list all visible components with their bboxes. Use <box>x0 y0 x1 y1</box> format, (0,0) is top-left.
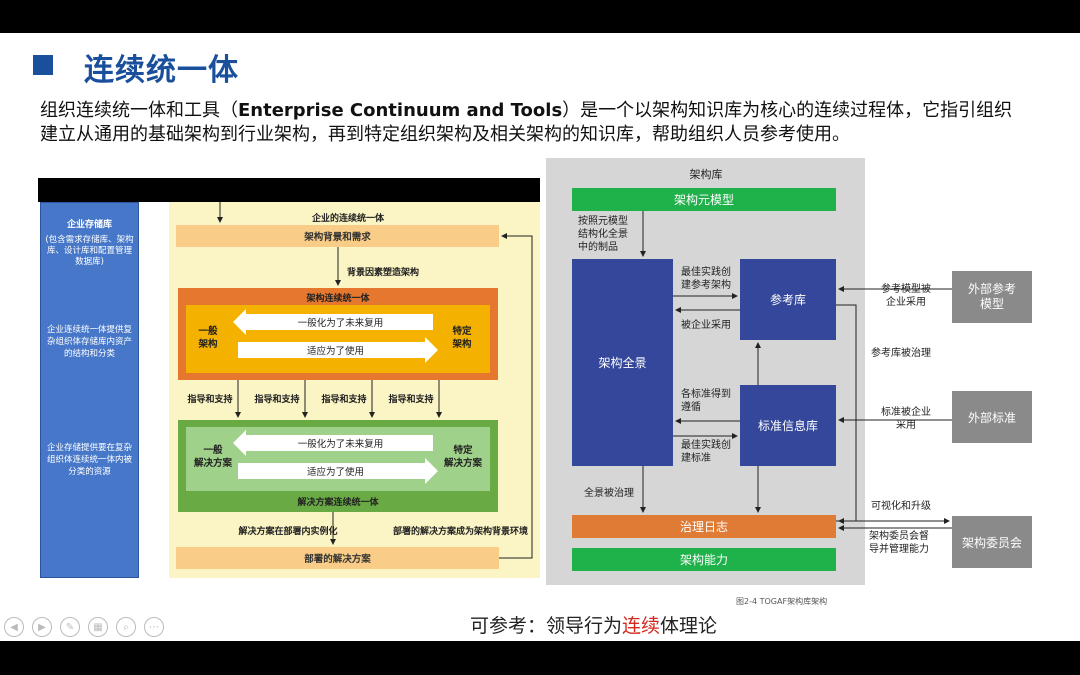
repository-connectors <box>640 211 952 531</box>
sol-adapt-label: 适应为了使用 <box>306 467 364 478</box>
instance-label: 解决方案在部署内实例化 <box>238 526 338 537</box>
more-icon[interactable]: ⋯ <box>144 617 164 637</box>
drive-label: 背景因素塑造架构 <box>346 267 419 278</box>
note-meta: 按照元模型 结构化全景 中的制品 <box>578 216 628 253</box>
guide-label-3: 指导和支持 <box>321 394 367 405</box>
deploy-context-label: 部署的解决方案成为架构背景环境 <box>392 526 528 537</box>
sol-generalize-arrow <box>233 430 433 456</box>
repository-frame-title: 架构库 <box>689 168 723 181</box>
intro-paragraph: 组织连续统一体和工具（Enterprise Continuum and Tool… <box>40 99 1030 147</box>
continuum-panel <box>169 202 540 578</box>
enterprise-continuum-diagram: 企业存储库 (包含需求存储库、架构库、设计库和配置管理数据库) 企业连续统一体提… <box>38 178 540 580</box>
note-adopted: 被企业采用 <box>681 320 731 331</box>
reference-library-box: 参考库 <box>740 259 836 340</box>
repository-sidebar <box>40 202 139 578</box>
footer-reference: 可参考：领导行为连续体理论 <box>470 611 717 638</box>
standards-library-box: 标准信息库 <box>740 385 836 466</box>
meta-model-box: 架构元模型 <box>572 188 836 211</box>
note-best-ref: 最佳实践创 建参考架构 <box>681 267 731 291</box>
solution-arrows <box>233 430 438 484</box>
zoom-icon[interactable]: ⌕ <box>116 617 136 637</box>
note-board-govern: 架构委员会督 导并管理能力 <box>869 531 929 555</box>
arch-adapt-label: 适应为了使用 <box>306 346 364 357</box>
footer-suffix: 体理论 <box>660 615 718 637</box>
sidebar-text-resources: 企业存储提供要在复杂组织体连续统一体内被分类的资源 <box>46 443 132 477</box>
note-std-adopt: 标准被企业 采用 <box>881 407 931 431</box>
landscape-box: 架构全景 <box>572 259 673 466</box>
note-ref-governed: 参考库被治理 <box>871 348 931 359</box>
intro-rest: ）是一个以架构知识库为核心的连续过程体，它指引组织建立从通用的基础架构到行业架构… <box>40 100 1013 145</box>
pen-icon[interactable]: ✎ <box>60 617 80 637</box>
generic-architecture: 一般 架构 <box>198 326 218 350</box>
intro-lead: 组织连续统一体和工具（ <box>40 100 238 121</box>
diagram-top-bar <box>38 178 540 202</box>
title-square-icon <box>33 55 53 75</box>
enterprise-continuum-label: 企业的连续统一体 <box>311 213 384 224</box>
external-standards-box: 外部标准 <box>952 391 1032 443</box>
repository-description: (包含需求存储库、架构库、设计库和配置管理数据库) <box>45 234 134 267</box>
arch-continuum-title: 架构连续统一体 <box>306 293 370 304</box>
capability-box: 架构能力 <box>572 548 836 571</box>
generalize-arrow <box>233 309 433 335</box>
footer-highlight: 连续 <box>622 615 661 637</box>
deployed-solutions-box: 部署的解决方案 <box>176 547 499 569</box>
sidebar-text-structure: 企业连续统一体提供复杂组织体存储库内资产的结构和分类 <box>46 325 132 359</box>
figure-caption: 图2-4 TOGAF架构库架构 <box>736 597 828 606</box>
slide-title: 连续统一体 <box>84 53 239 88</box>
architecture-board-box: 架构委员会 <box>952 516 1032 568</box>
guide-label-2: 指导和支持 <box>254 394 300 405</box>
arch-generalize-label: 一般化为了未来复用 <box>297 318 384 329</box>
note-landscape-governed: 全景被治理 <box>584 488 634 499</box>
sol-adapt-arrow <box>238 458 438 484</box>
arch-arrows <box>233 309 438 363</box>
specific-solution: 特定 解决方案 <box>443 445 482 469</box>
guide-label-4: 指导和支持 <box>388 394 434 405</box>
guide-label-1: 指导和支持 <box>187 394 233 405</box>
generic-solution: 一般 解决方案 <box>193 445 232 469</box>
note-visualize: 可视化和升级 <box>871 501 931 512</box>
specific-architecture: 特定 架构 <box>452 326 472 350</box>
continuum-connectors <box>217 202 533 559</box>
slide: 连续统一体 组织连续统一体和工具（Enterprise Continuum an… <box>0 33 1080 641</box>
adapt-arrow <box>238 337 438 363</box>
external-ref-model-box: 外部参考 模型 <box>952 271 1032 323</box>
nav-prev-icon[interactable]: ◀ <box>4 617 24 637</box>
context-box: 架构背景和需求 <box>176 225 499 247</box>
sol-generalize-label: 一般化为了未来复用 <box>297 439 384 450</box>
togaf-repository-diagram: 架构库 架构元模型 按照元模型 结构化全景 中的制品 架构全景 参考库 标准信息… <box>546 158 1034 606</box>
repository-title: 企业存储库 <box>66 219 112 230</box>
governance-log-box: 治理日志 <box>572 515 836 538</box>
nav-next-icon[interactable]: ▶ <box>32 617 52 637</box>
intro-bold: Enterprise Continuum and Tools <box>238 100 563 121</box>
footer-prefix: 可参考：领导行为 <box>470 615 623 637</box>
note-best-std: 最佳实践创 建标准 <box>681 440 731 464</box>
note-std-follow: 各标准得到 遵循 <box>681 389 731 413</box>
solution-continuum-title: 解决方案连续统一体 <box>297 497 379 508</box>
slides-icon[interactable]: ▦ <box>88 617 108 637</box>
